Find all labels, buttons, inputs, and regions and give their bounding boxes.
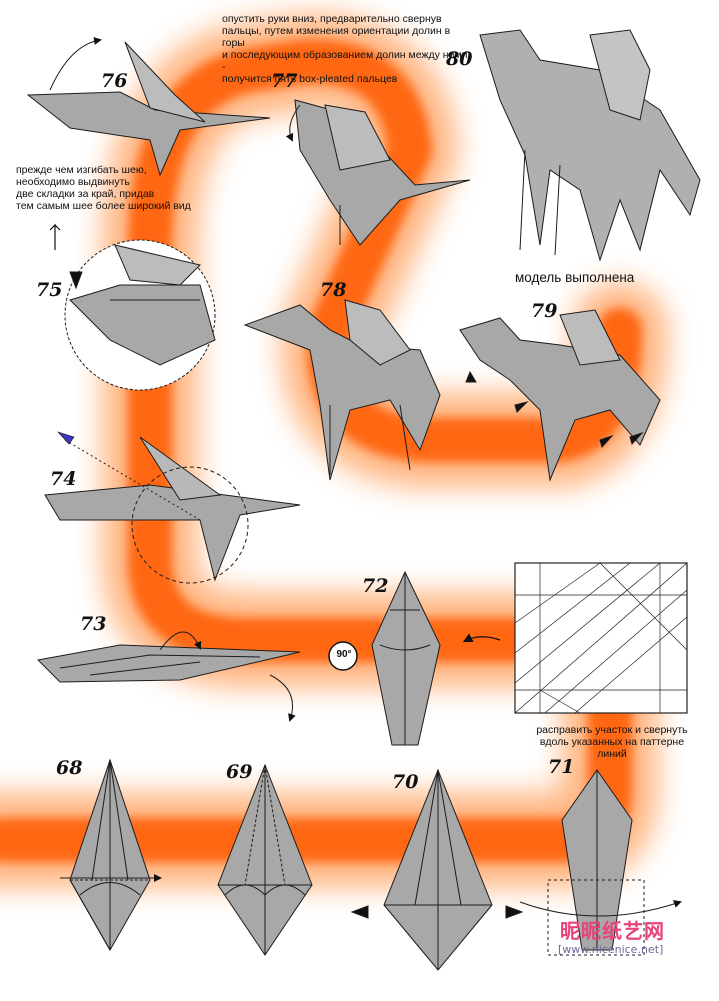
note-line: расправить участок и свернуть: [536, 724, 688, 736]
step-number-77: 77: [271, 70, 298, 92]
step-79-figure: [459, 309, 661, 482]
note-line: две складки за край, придав: [16, 188, 155, 200]
crease-pattern: [514, 562, 688, 714]
step-number-68: 68: [56, 757, 83, 779]
step-76-instruction: прежде чем изгибать шею, необходимо выдв…: [16, 164, 206, 212]
step-number-78: 78: [320, 279, 347, 301]
step-76-figure: [26, 37, 271, 177]
step-78-figure: [243, 299, 441, 481]
watermark-url: [www.nicenice.net]: [558, 943, 664, 956]
watermark-brand: 昵昵纸艺网: [560, 919, 665, 943]
note-line: необходимо выдвинуть: [16, 176, 130, 188]
step-69-figure: [217, 763, 313, 956]
rotate-90-label: 90°: [336, 649, 352, 660]
step-number-76: 76: [101, 70, 128, 92]
finished-caption: модель выполнена: [515, 270, 635, 285]
note-line: линий: [597, 748, 627, 760]
note-line: и последующим образованием долин между н…: [222, 49, 468, 73]
step-number-75: 75: [36, 279, 63, 301]
pencil-icon: [57, 431, 75, 445]
step-70-figure: [350, 768, 524, 971]
step-71-instruction: расправить участок и свернуть вдоль указ…: [517, 724, 707, 760]
step-68-figure: [60, 758, 162, 952]
up-arrow-icon: [49, 223, 61, 250]
step-77-figure: [285, 99, 471, 246]
step-77-instruction: опустить руки вниз, предварительно сверн…: [222, 13, 472, 85]
step-number-70: 70: [392, 771, 419, 793]
step-74-figure: [44, 436, 301, 584]
step-number-80: 80: [446, 48, 473, 70]
step-72-figure: [371, 570, 441, 746]
note-line: тем самым шее более широкий вид: [16, 200, 191, 212]
step-number-69: 69: [226, 761, 253, 783]
note-line: вдоль указанных на паттерне: [539, 736, 685, 748]
note-line: получится пять box-pleated пальцев: [222, 73, 398, 85]
step-number-72: 72: [362, 575, 389, 597]
step-number-74: 74: [50, 468, 77, 490]
note-line: пальцы, путем изменения ориентации долин…: [222, 25, 451, 49]
rotate-90-icon: [328, 641, 358, 671]
step-73-figure: [36, 631, 301, 722]
step-71-figure: [519, 769, 682, 956]
step-number-79: 79: [531, 300, 558, 322]
step-75-figure: [64, 239, 216, 391]
step-number-71: 71: [548, 756, 575, 778]
step-80-figure: [479, 29, 701, 262]
step-number-73: 73: [80, 613, 107, 635]
note-line: опустить руки вниз, предварительно сверн…: [222, 13, 442, 25]
note-line: прежде чем изгибать шею,: [16, 164, 147, 176]
